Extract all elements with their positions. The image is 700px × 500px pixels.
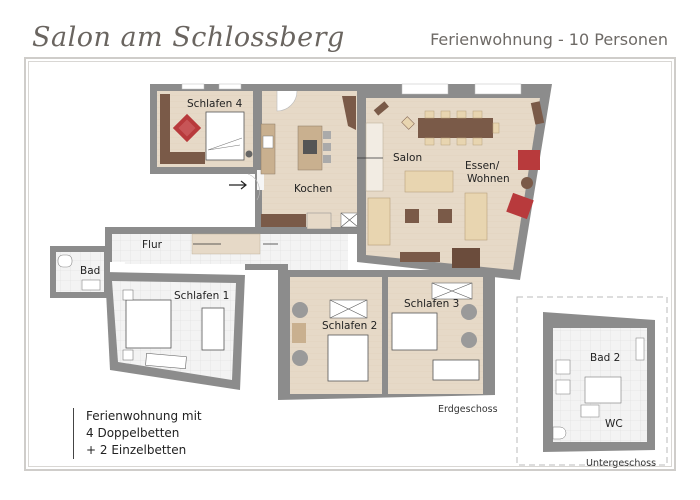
label-untergeschoss: Untergeschoss (586, 458, 657, 469)
label-flur: Flur (142, 239, 162, 251)
salon-room (357, 83, 552, 280)
wc-room (552, 404, 647, 442)
label-bad2: Bad 2 (590, 352, 621, 364)
brand-title: Salon am Schlossberg (32, 22, 345, 53)
info-line-2: 4 Doppelbetten (86, 426, 180, 440)
info-line-1: Ferienwohnung mit (86, 409, 202, 423)
label-salon: Salon (393, 152, 423, 164)
label-schlafen3: Schlafen 3 (404, 298, 460, 310)
label-schlafen1: Schlafen 1 (174, 290, 230, 302)
basement-outline (516, 296, 668, 466)
label-schlafen4: Schlafen 4 (187, 98, 243, 110)
info-box: Ferienwohnung mit 4 Doppelbetten + 2 Ein… (73, 408, 202, 459)
label-bad: Bad (80, 265, 101, 277)
label-wohnen: Wohnen (467, 173, 510, 185)
label-erdgeschoss: Erdgeschoss (438, 404, 498, 415)
schlafen4-room (150, 83, 260, 174)
subtitle: Ferienwohnung - 10 Personen (430, 30, 668, 49)
flur-room (105, 227, 348, 275)
bad-room (50, 246, 110, 298)
kochen-room (229, 84, 365, 234)
schlafen1-room (105, 272, 245, 390)
label-wc: WC (605, 418, 623, 430)
label-kochen: Kochen (294, 183, 333, 195)
info-line-3: + 2 Einzelbetten (86, 443, 187, 457)
schlafen3-room (388, 277, 483, 394)
label-essen: Essen/ (465, 160, 500, 172)
plan-frame (24, 57, 676, 471)
label-schlafen2: Schlafen 2 (322, 320, 378, 332)
